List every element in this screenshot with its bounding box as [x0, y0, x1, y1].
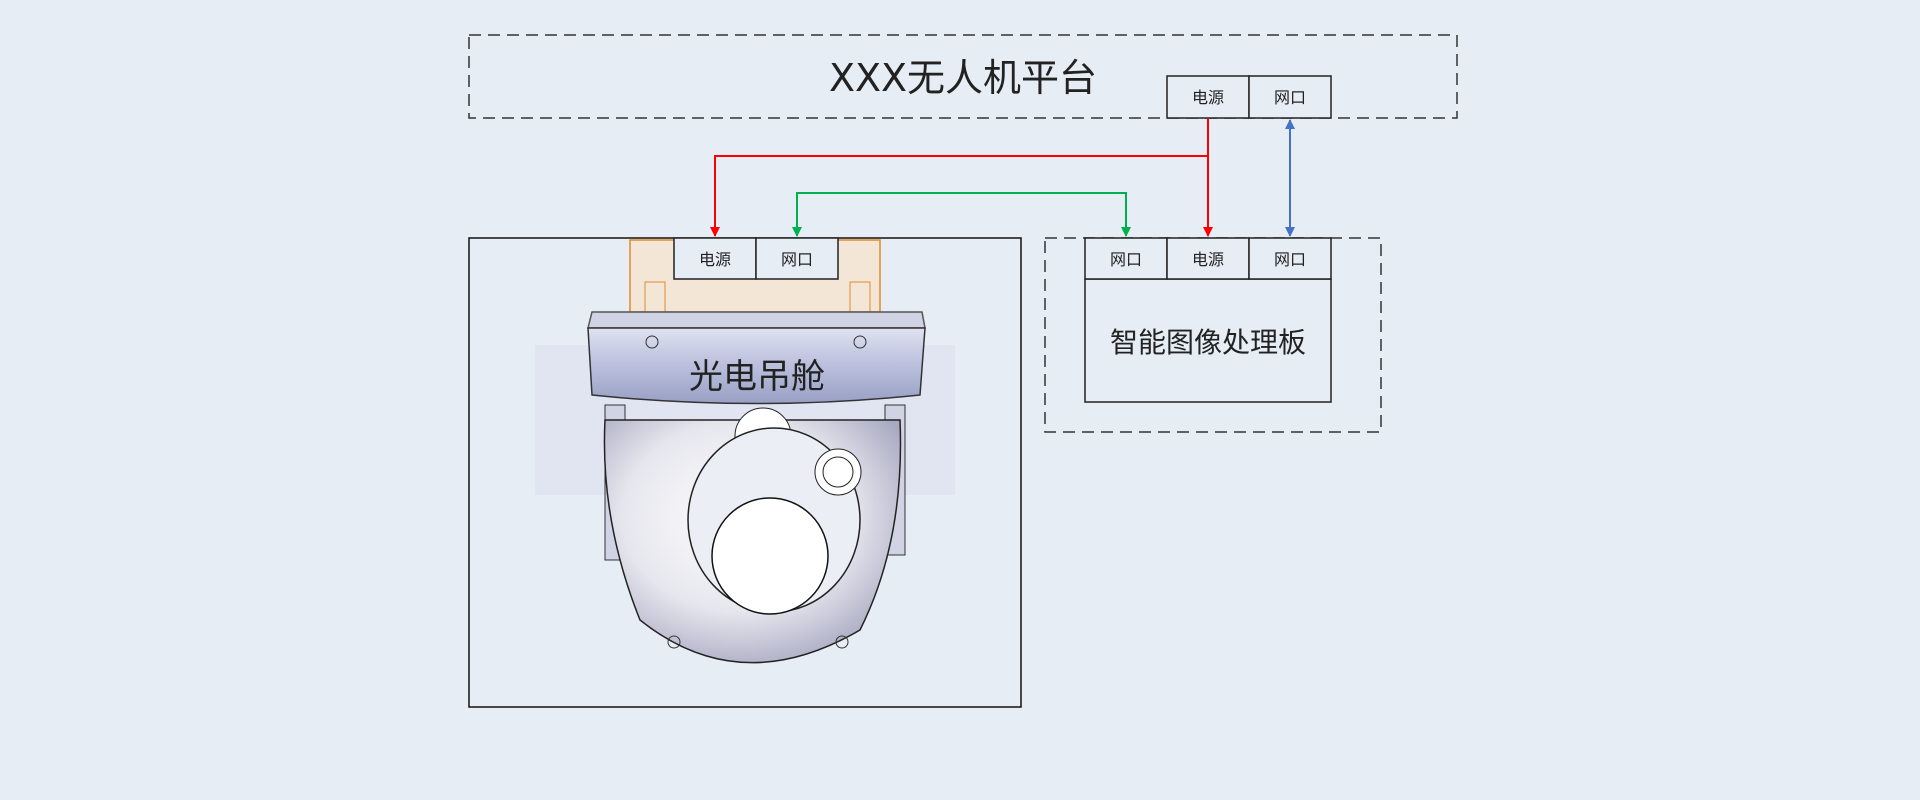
processor-network-port-right — [1248, 237, 1332, 280]
platform-box — [468, 34, 1458, 119]
gimbal-label: 光电吊舱 — [689, 357, 825, 397]
platform-power-port-label: 电源 — [1192, 88, 1224, 107]
platform-title: XXX无人机平台 — [829, 56, 1097, 100]
gimbal-power-port-label: 电源 — [699, 250, 731, 269]
connection-gimbal-network-link — [792, 192, 1131, 237]
connection-power-to-gimbal — [710, 118, 1209, 237]
platform-network-port-label: 网口 — [1274, 88, 1306, 107]
platform-network-port — [1248, 75, 1332, 119]
processor-network-port-right-label: 网口 — [1274, 250, 1306, 269]
processor-power-port — [1166, 237, 1250, 280]
processor-board — [1084, 278, 1332, 403]
processor-network-port-left-label: 网口 — [1110, 250, 1142, 269]
gimbal-group: 电源 网口 光电吊舱 — [468, 237, 1022, 708]
processor-power-port-label: 电源 — [1192, 250, 1224, 269]
processor-group: 智能图像处理板 网口 电源 网口 — [1044, 237, 1382, 433]
gimbal-network-port-label: 网口 — [781, 250, 813, 269]
platform-group: XXX无人机平台 电源 网口 — [468, 34, 1458, 119]
gimbal-network-port — [755, 237, 839, 280]
connections — [710, 118, 1295, 237]
processor-label: 智能图像处理板 — [1110, 326, 1306, 359]
